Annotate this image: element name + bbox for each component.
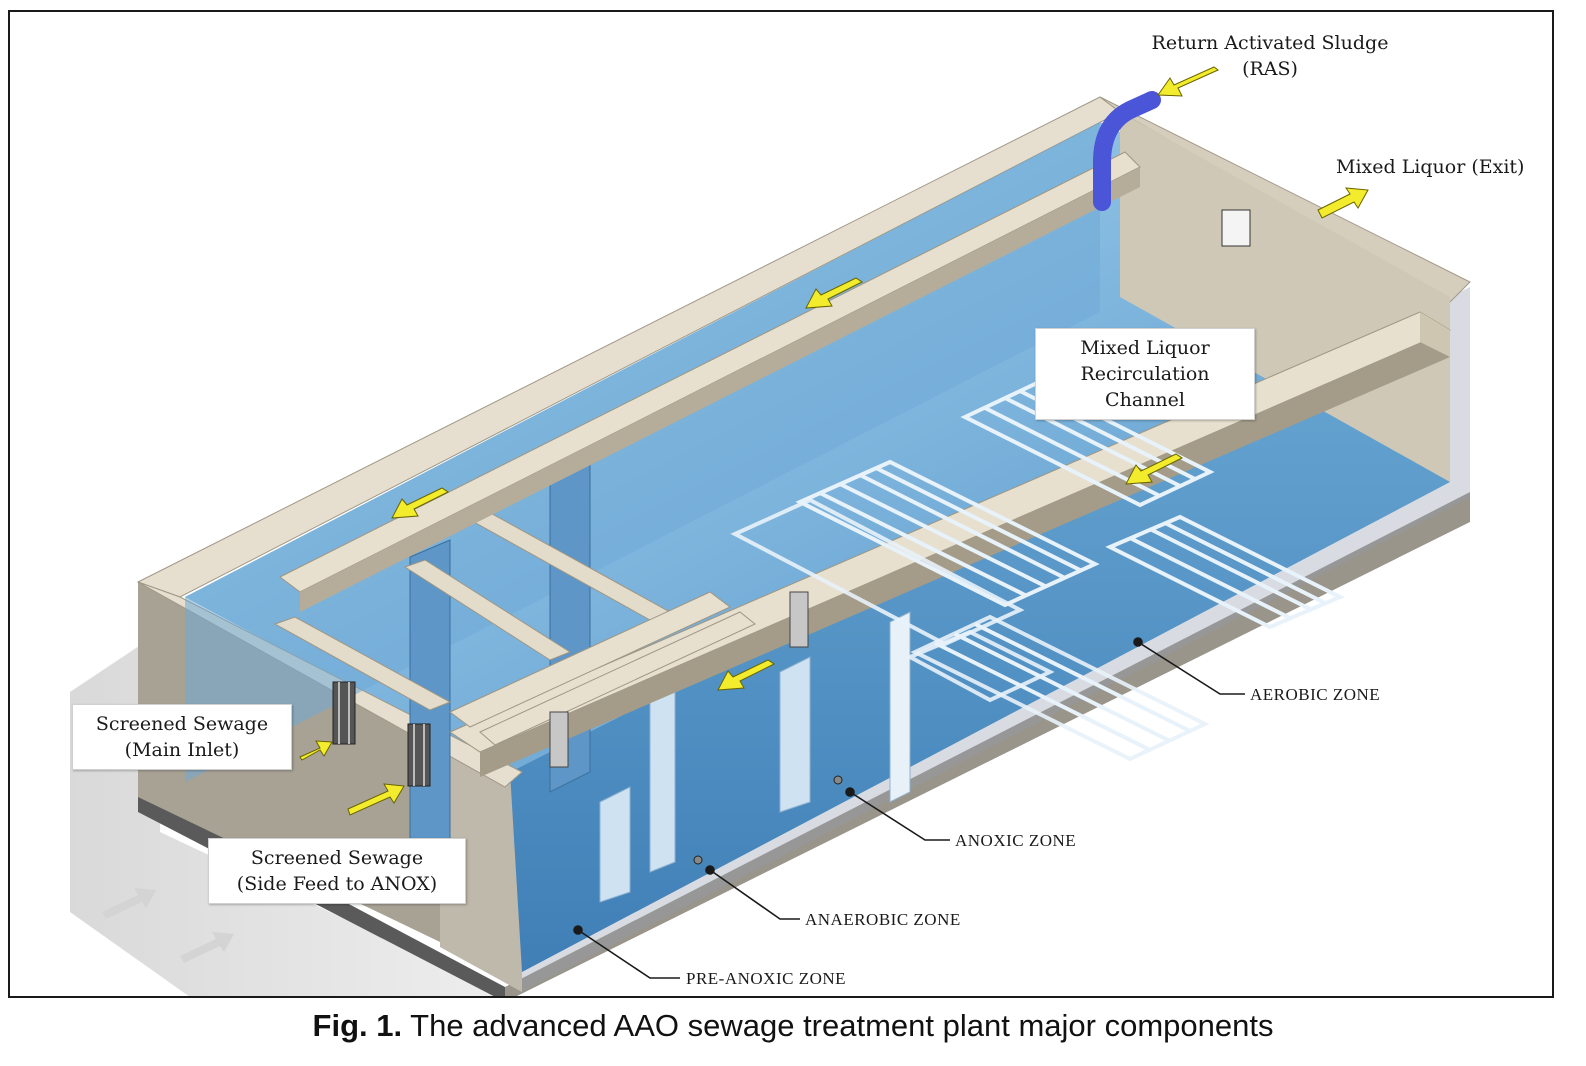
- mixer-icons: [693, 775, 843, 865]
- ras-label-line1: Return Activated Sludge: [1151, 32, 1389, 54]
- baffle-3: [779, 656, 811, 813]
- side-feed-line1: Screened Sewage: [250, 847, 424, 869]
- front-water-section: [510, 297, 1450, 972]
- recirculation-channel-label: Mixed Liquor Recirculation Channel: [1035, 328, 1255, 420]
- figure-caption: Fig. 1. The advanced AAO sewage treatmen…: [0, 1008, 1586, 1044]
- side-feed-label: Screened Sewage (Side Feed to ANOX): [208, 838, 466, 904]
- back-channel-arrow-1: [805, 277, 863, 309]
- side-feed-arrow: [347, 783, 405, 816]
- recirc-arrow-2: [717, 659, 775, 691]
- channel-gate-1: [549, 711, 569, 768]
- baffle-2: [649, 671, 676, 873]
- main-inlet-arrow: [299, 740, 333, 761]
- inlet-gate-1: [332, 681, 356, 745]
- ras-label-line2: (RAS): [1242, 58, 1298, 80]
- anoxic-channel-2: [479, 611, 756, 746]
- shadow-arrow-2: [180, 932, 234, 963]
- exit-window: [1221, 209, 1251, 247]
- ground-shadow: [70, 632, 508, 996]
- main-inlet-label: Screened Sewage (Main Inlet): [72, 704, 292, 770]
- cross-beam-3: [273, 616, 452, 711]
- shadow-arrow-1: [102, 888, 156, 919]
- pre-anoxic-zone-label: PRE-ANOXIC ZONE: [686, 969, 846, 988]
- back-channel-side: [300, 167, 1140, 612]
- caption-prefix: Fig. 1.: [312, 1008, 403, 1043]
- flow-arrows: [299, 66, 1369, 816]
- diffuser-grid-6: [905, 629, 1055, 703]
- anoxic-channel: [449, 591, 731, 728]
- ras-pipe: [1093, 91, 1161, 211]
- caption-text: The advanced AAO sewage treatment plant …: [402, 1008, 1274, 1043]
- channel-gate-2: [789, 591, 809, 648]
- anaerobic-zone-label: ANAEROBIC ZONE: [805, 910, 961, 929]
- diffuser-grid-4: [1105, 514, 1345, 630]
- diffuser-grid-2: [795, 459, 1100, 608]
- recirc-label-line2: Recirculation: [1080, 363, 1210, 385]
- anoxic-zone-label: ANOXIC ZONE: [955, 831, 1076, 850]
- ras-label: Return Activated Sludge (RAS): [1130, 30, 1410, 82]
- main-inlet-line2: (Main Inlet): [124, 739, 240, 761]
- recirc-arrow-1: [1125, 453, 1183, 485]
- mixer-anaerobic: [693, 855, 703, 865]
- recirculation-channel-end: [1420, 312, 1450, 357]
- aerobic-zone-label: AEROBIC ZONE: [1250, 685, 1380, 704]
- shadow-arrows: [102, 888, 234, 963]
- leader-lines: [573, 637, 1245, 979]
- inlet-gate-2: [407, 723, 431, 787]
- baffle-1: [599, 786, 631, 903]
- exit-label: Mixed Liquor (Exit): [1336, 156, 1525, 178]
- front-end-wall: [440, 732, 522, 992]
- partition-wall-3: [889, 611, 911, 803]
- mixer-anoxic: [833, 775, 843, 785]
- back-channel-arrow-2: [391, 487, 449, 519]
- recirc-label-line3: Channel: [1105, 389, 1185, 411]
- base-slab-side: [505, 492, 1470, 996]
- diffuser-grids: [730, 381, 1345, 762]
- recirc-label-line1: Mixed Liquor: [1080, 337, 1210, 359]
- figure-frame: AEROBIC ZONE ANOXIC ZONE ANAEROBIC ZONE …: [8, 10, 1554, 998]
- side-feed-line2: (Side Feed to ANOX): [236, 873, 438, 895]
- diffuser-grid-3: [730, 497, 1025, 647]
- main-inlet-line1: Screened Sewage: [95, 713, 269, 735]
- aao-plant-diagram: AEROBIC ZONE ANOXIC ZONE ANAEROBIC ZONE …: [70, 66, 1471, 996]
- exit-arrow: [1317, 187, 1369, 219]
- diffuser-grid-5: [910, 614, 1210, 762]
- recirculation-channel-side: [480, 330, 1450, 777]
- ras-arrow: [1157, 66, 1219, 97]
- cross-beam-1: [403, 559, 572, 661]
